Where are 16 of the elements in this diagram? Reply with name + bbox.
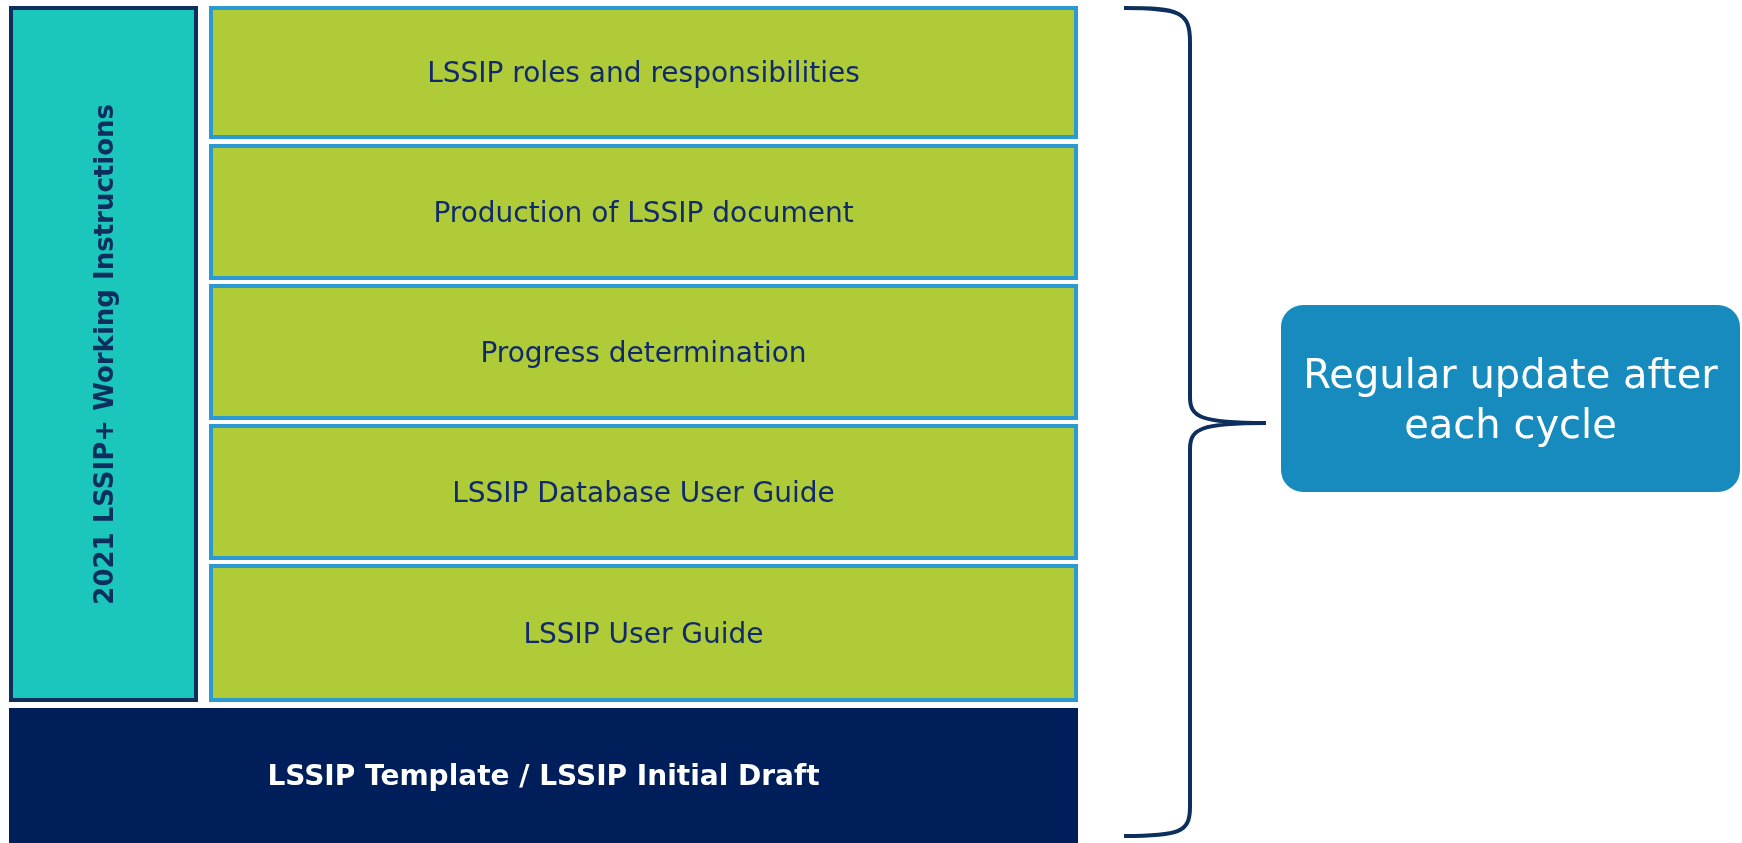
step-label: LSSIP User Guide <box>523 616 764 650</box>
vertical-label-bar <box>9 6 198 702</box>
step-label: LSSIP roles and responsibilities <box>427 56 860 89</box>
base-label: LSSIP Template / LSSIP Initial Draft <box>267 759 820 792</box>
step-label: Production of LSSIP document <box>433 195 854 229</box>
bar-label: 2021 LSSIP+ Working Instructions <box>88 103 119 605</box>
callout-box <box>1281 305 1740 492</box>
step-box <box>209 564 1078 702</box>
step-box <box>209 284 1078 420</box>
step-box <box>209 424 1078 560</box>
step-box <box>209 144 1078 280</box>
step-box <box>209 6 1078 139</box>
step-label: LSSIP Database User Guide <box>452 475 835 509</box>
step-label: Progress determination <box>480 335 807 369</box>
base-bar <box>9 708 1078 843</box>
callout-text: Regular update after each cycle <box>1302 349 1719 449</box>
